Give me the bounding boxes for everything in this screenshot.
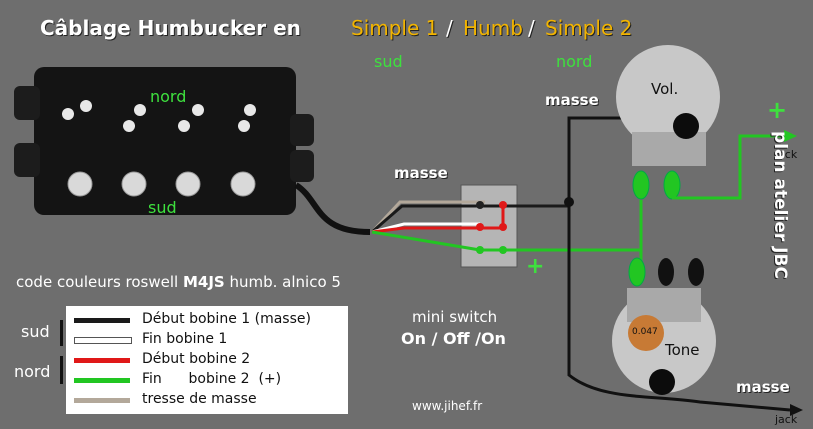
top-label-nord: nord	[556, 52, 593, 71]
mini-switch-label: mini switch	[412, 308, 498, 326]
wire-color-legend: Début bobine 1 (masse) Fin bobine 1 Débu…	[66, 306, 348, 414]
wire-red	[371, 226, 503, 234]
pickup-mount-left-bottom	[14, 143, 40, 177]
nord-pole-pieces	[62, 100, 256, 132]
masse-label-vol: masse	[545, 91, 599, 109]
volume-pot-bracket	[632, 132, 706, 166]
mini-switch-body	[460, 184, 518, 268]
website-link[interactable]: www.jihef.fr	[412, 399, 483, 413]
legend-label: Fin bobine 2 (+)	[142, 371, 282, 387]
jack-label-bottom: jack	[775, 413, 798, 426]
legend-bracket-nord	[60, 356, 63, 384]
color-code-model: M4JS	[182, 273, 225, 291]
switch-lugs	[476, 201, 507, 254]
title-option-simple-2: Simple 2	[545, 16, 633, 40]
title-separator-1: /	[446, 16, 453, 40]
legend-row-fin-bobine-2: Fin bobine 2 (+)	[66, 370, 348, 390]
humbucker-pickup	[34, 67, 296, 215]
legend-swatch-green	[74, 378, 130, 383]
legend-swatch-braid	[74, 398, 130, 403]
pickup-label-nord: nord	[150, 87, 187, 106]
title-option-humb: Humb	[463, 16, 523, 40]
top-label-sud: sud	[374, 52, 403, 71]
legend-swatch-black	[74, 318, 130, 323]
tone-lug-1	[628, 257, 646, 287]
wire-vol-to-jack	[672, 134, 784, 200]
masse-label-switch: masse	[394, 164, 448, 182]
page-title: Câblage Humbucker en	[40, 16, 301, 40]
tone-lug-2	[658, 258, 674, 286]
vol-pot-label: Vol.	[651, 80, 679, 98]
tone-pot-shaft	[649, 369, 675, 395]
legend-bracket-sud	[60, 320, 63, 346]
legend-label: Début bobine 2	[142, 351, 251, 367]
jack-bottom-arrow	[790, 404, 803, 416]
legend-row-tresse-de-masse: tresse de masse	[66, 390, 348, 410]
title-separator-2: /	[528, 16, 535, 40]
jack-plus-sign: +	[767, 96, 788, 124]
pickup-mount-right-top	[290, 114, 314, 146]
volume-pot-shaft	[673, 113, 699, 139]
legend-row-debut-bobine-2: Début bobine 2	[66, 350, 348, 370]
pickup-mount-left-top	[14, 86, 40, 120]
color-code-line: code couleurs roswell M4JS humb. alnico …	[16, 273, 341, 291]
wire-black	[371, 204, 569, 234]
masse-label-tone: masse	[736, 378, 790, 396]
pickup-label-sud: sud	[148, 198, 177, 217]
legend-row-fin-bobine-1: Fin bobine 1	[66, 330, 348, 350]
legend-label: Fin bobine 1	[142, 331, 228, 347]
mini-switch-positions: On / Off /On	[401, 329, 506, 348]
vol-lug-2	[663, 170, 681, 200]
switch-plus-sign: +	[526, 254, 545, 279]
vertical-credit: plan atelier JBC	[770, 131, 790, 279]
color-code-suffix: humb. alnico 5	[224, 273, 341, 291]
legend-label: Début bobine 1 (masse)	[142, 311, 311, 327]
vol-lug-1	[632, 170, 650, 200]
tone-lug-3	[688, 258, 704, 286]
jack-label-top: jack	[775, 148, 798, 161]
legend-side-nord: nord	[14, 362, 51, 381]
sud-pole-pieces	[67, 171, 256, 197]
ground-bus	[567, 116, 791, 412]
ground-node	[564, 197, 574, 207]
legend-label: tresse de masse	[142, 391, 257, 407]
wire-green	[371, 230, 481, 252]
legend-row-debut-bobine-1: Début bobine 1 (masse)	[66, 310, 348, 330]
tone-capacitor	[628, 315, 664, 351]
legend-swatch-white	[74, 337, 132, 344]
color-code-prefix: code couleurs roswell	[16, 273, 183, 291]
jack-top-arrow	[784, 130, 797, 142]
legend-side-sud: sud	[21, 322, 50, 341]
title-option-simple-1: Simple 1	[351, 16, 439, 40]
pickup-mount-right-bottom	[290, 150, 314, 182]
capacitor-value: 0.047	[632, 327, 658, 337]
legend-swatch-red	[74, 358, 130, 363]
tone-pot-label: Tone	[665, 341, 700, 359]
pickup-cable	[294, 182, 371, 235]
